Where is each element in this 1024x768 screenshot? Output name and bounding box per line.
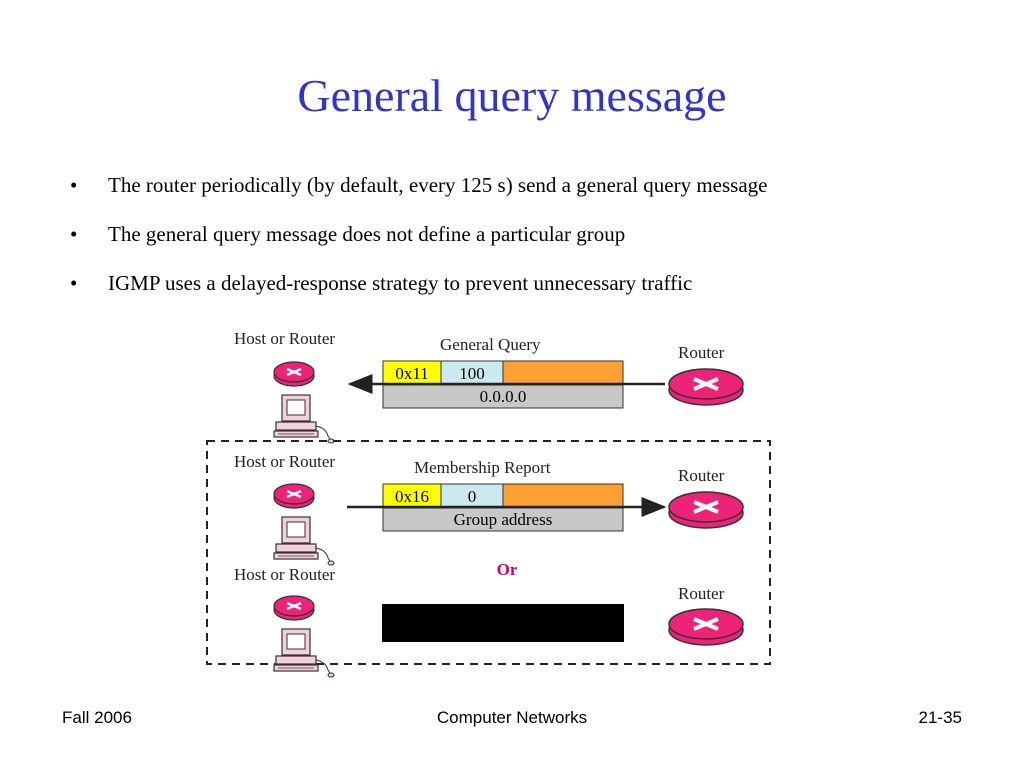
bullet-text: IGMP uses a delayed-response strategy to… (108, 271, 693, 295)
slide-title: General query message (297, 70, 727, 121)
type-field: 0x16 (395, 487, 429, 506)
host-label: Host or Router (234, 452, 335, 471)
bullet-item: • IGMP uses a delayed-response strategy t… (70, 268, 768, 317)
bullet-list: • The router periodically (by default, ev… (70, 170, 768, 317)
bullet-text: The router periodically (by default, eve… (108, 173, 768, 197)
router-icon (667, 490, 745, 530)
host-label: Host or Router (234, 565, 335, 584)
time-field: 0 (468, 487, 477, 506)
router-label: Router (678, 584, 725, 603)
host-label: Host or Router (234, 329, 335, 348)
type-field: 0x11 (395, 364, 428, 383)
checksum-field-box (502, 360, 624, 386)
bullet-text: The general query message does not defin… (108, 222, 626, 246)
time-field: 100 (459, 364, 485, 383)
hidden-message-box (382, 604, 624, 642)
address-field: 0.0.0.0 (480, 387, 527, 406)
membership-report-title: Membership Report (414, 458, 551, 477)
bullet-item: • The general query message does not defi… (70, 219, 768, 268)
response-options-box (206, 440, 771, 665)
router-label: Router (678, 343, 725, 362)
checksum-field-box (502, 483, 624, 509)
footer-center: Computer Networks (436, 708, 588, 727)
host-computer-icon (272, 482, 336, 567)
host-computer-icon (272, 360, 336, 445)
or-label: Or (497, 560, 518, 579)
bullet-dot: • (70, 222, 78, 246)
bullet-item: • The router periodically (by default, ev… (70, 170, 768, 219)
bullet-dot: • (70, 173, 78, 197)
footer-page-number: 21-35 (918, 708, 962, 727)
router-icon (667, 367, 745, 407)
address-field: Group address (454, 510, 553, 529)
footer-left: Fall 2006 (62, 708, 132, 727)
router-label: Router (678, 466, 725, 485)
host-computer-icon (272, 594, 336, 679)
bullet-dot: • (70, 271, 78, 295)
general-query-title: General Query (440, 335, 541, 354)
router-icon (667, 607, 745, 647)
